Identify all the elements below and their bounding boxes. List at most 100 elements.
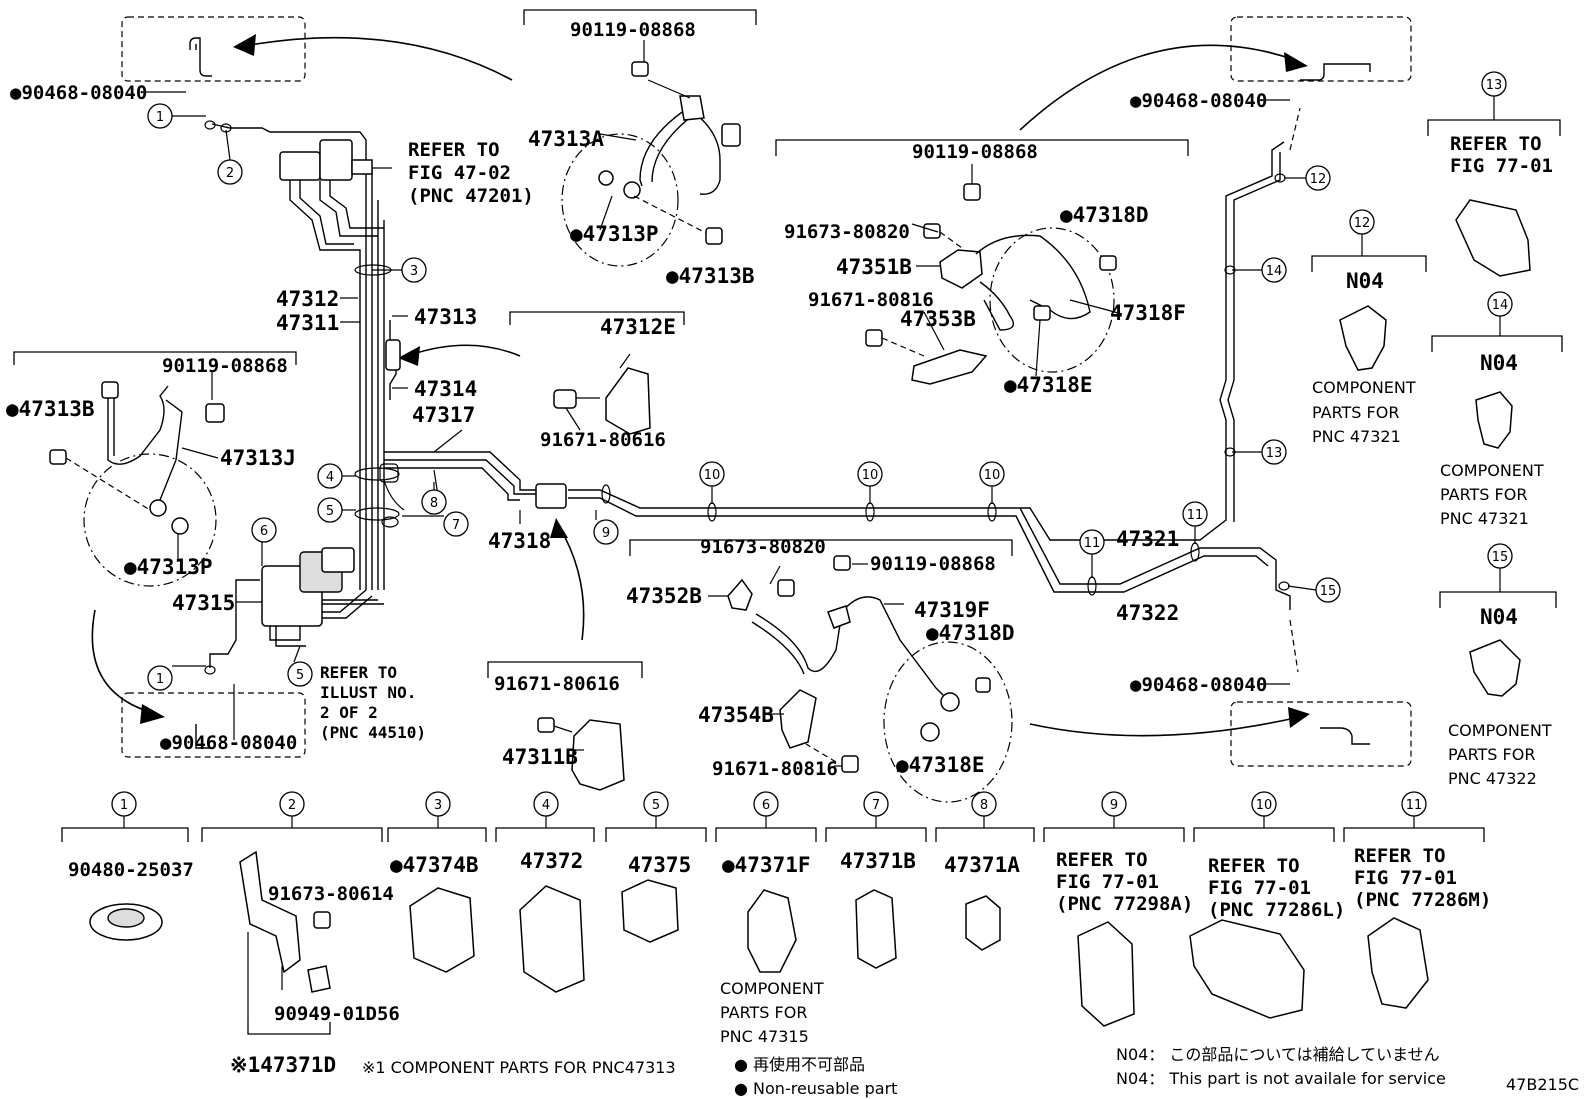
label-47312[interactable]: 47312 bbox=[276, 287, 339, 311]
label-90119-08868[interactable]: 90119-08868 bbox=[162, 355, 288, 377]
footer-notes: ※1 COMPONENT PARTS FOR PNC47313 ● 再使用不可部… bbox=[362, 1045, 1579, 1098]
leader-lines bbox=[142, 91, 1317, 767]
label-47371F[interactable]: ●47371F bbox=[722, 853, 811, 877]
figure-code: 47B215C bbox=[1506, 1075, 1579, 1094]
callout-1: 1 bbox=[156, 672, 164, 687]
label-47318E[interactable]: ●47318E bbox=[896, 753, 985, 777]
label-47311[interactable]: 47311 bbox=[276, 311, 339, 335]
callout-13: 13 bbox=[1266, 446, 1283, 461]
label-90468-08040[interactable]: ●90468-08040 bbox=[1130, 674, 1267, 696]
callout-12: 12 bbox=[1354, 216, 1371, 231]
label-47371B[interactable]: 47371B bbox=[840, 849, 916, 873]
label-47354B[interactable]: 47354B bbox=[698, 703, 774, 727]
callout-1: 1 bbox=[120, 798, 128, 813]
label-47318[interactable]: 47318 bbox=[488, 529, 551, 553]
component-parts-note: COMPONENT bbox=[720, 979, 824, 998]
callout-10: 10 bbox=[862, 468, 879, 483]
arrow-from-47313 bbox=[409, 344, 521, 357]
label-90119-08868[interactable]: 90119-08868 bbox=[912, 141, 1038, 163]
callout-7: 7 bbox=[452, 518, 460, 533]
callout-7: 7 bbox=[872, 798, 880, 813]
component-parts-note: PNC 47322 bbox=[1448, 769, 1537, 788]
label-47319F[interactable]: 47319F bbox=[914, 598, 990, 622]
label-90480-25037[interactable]: 90480-25037 bbox=[68, 859, 194, 881]
label-47321[interactable]: 47321 bbox=[1116, 527, 1179, 551]
label-47353B[interactable]: 47353B bbox=[900, 307, 976, 331]
label-47313B[interactable]: ●47313B bbox=[6, 397, 95, 421]
component-parts-note: PARTS FOR bbox=[1312, 403, 1399, 422]
label-N04: N04 bbox=[1480, 351, 1518, 375]
callout-15: 15 bbox=[1492, 550, 1509, 565]
callout-9: 9 bbox=[1110, 798, 1118, 813]
callout-14: 14 bbox=[1266, 264, 1283, 279]
refer-fig-77-01: FIG 77-01 bbox=[1354, 867, 1457, 889]
label-91673-80820[interactable]: 91673-80820 bbox=[700, 536, 826, 558]
callout-10: 10 bbox=[704, 468, 721, 483]
arrow-to-top-left bbox=[249, 36, 513, 81]
label-91671-80816[interactable]: 91671-80816 bbox=[808, 289, 934, 311]
label-91673-80614[interactable]: 91673-80614 bbox=[268, 883, 394, 905]
component-parts-note: COMPONENT bbox=[1448, 721, 1552, 740]
refer-fig-77-01: REFER TO bbox=[1056, 849, 1148, 871]
label-47322[interactable]: 47322 bbox=[1116, 601, 1179, 625]
refer-fig-77-01: FIG 77-01 bbox=[1056, 871, 1159, 893]
callout-12: 12 bbox=[1310, 172, 1327, 187]
component-parts-note: PARTS FOR bbox=[1440, 485, 1527, 504]
label-47312E[interactable]: 47312E bbox=[600, 315, 676, 339]
callout-10: 10 bbox=[984, 468, 1001, 483]
label-47374B[interactable]: ●47374B bbox=[390, 853, 479, 877]
callout-13: 13 bbox=[1486, 78, 1503, 93]
label-91671-80616[interactable]: 91671-80616 bbox=[494, 673, 620, 695]
label-47371A[interactable]: 47371A bbox=[944, 853, 1020, 877]
label-47371D[interactable]: ※147371D bbox=[230, 1053, 336, 1077]
label-47313P[interactable]: ●47313P bbox=[570, 222, 659, 246]
label-47318D[interactable]: ●47318D bbox=[1060, 203, 1149, 227]
label-90468-08040[interactable]: ●90468-08040 bbox=[10, 82, 147, 104]
callout-9: 9 bbox=[602, 526, 610, 541]
component-parts-footnote: ※1 COMPONENT PARTS FOR PNC47313 bbox=[362, 1058, 676, 1077]
callout-5: 5 bbox=[296, 668, 304, 683]
callout-11: 11 bbox=[1084, 536, 1101, 551]
label-47318D[interactable]: ●47318D bbox=[926, 621, 1015, 645]
part-labels: ●90468-08040 ●90468-08040 ●90468-08040 ●… bbox=[6, 19, 1553, 788]
callout-15: 15 bbox=[1320, 584, 1337, 599]
bottom-row-labels: 90480-25037 91673-80614 90949-01D56 ※147… bbox=[68, 845, 1491, 1077]
label-90468-08040[interactable]: ●90468-08040 bbox=[1130, 90, 1267, 112]
label-47372[interactable]: 47372 bbox=[520, 849, 583, 873]
label-47313A[interactable]: 47313A bbox=[528, 127, 604, 151]
label-N04: N04 bbox=[1480, 605, 1518, 629]
callout-2: 2 bbox=[226, 166, 234, 181]
label-90468-08040[interactable]: ●90468-08040 bbox=[160, 732, 297, 754]
nonreusable-legend-jp: ● 再使用不可部品 bbox=[734, 1055, 865, 1074]
part-47318-fitting bbox=[535, 483, 567, 509]
label-90119-08868[interactable]: 90119-08868 bbox=[870, 553, 996, 575]
label-91673-80820[interactable]: 91673-80820 bbox=[784, 221, 910, 243]
label-47314[interactable]: 47314 bbox=[414, 377, 477, 401]
label-47317[interactable]: 47317 bbox=[412, 403, 475, 427]
refer-fig-77-01: FIG 77-01 bbox=[1450, 155, 1553, 177]
label-91671-80616[interactable]: 91671-80616 bbox=[540, 429, 666, 451]
n04-note-jp: N04： この部品については補給していません bbox=[1116, 1045, 1440, 1064]
component-parts-note: PARTS FOR bbox=[1448, 745, 1535, 764]
label-47315[interactable]: 47315 bbox=[172, 591, 235, 615]
inset-box-bottom-right bbox=[1230, 701, 1412, 767]
callout-11: 11 bbox=[1187, 508, 1204, 523]
arrow-to-bottom-left bbox=[91, 609, 151, 713]
label-47352B[interactable]: 47352B bbox=[626, 584, 702, 608]
label-47375[interactable]: 47375 bbox=[628, 853, 691, 877]
label-47311B[interactable]: 47311B bbox=[502, 745, 578, 769]
label-47313P[interactable]: ●47313P bbox=[124, 555, 213, 579]
label-47318F[interactable]: 47318F bbox=[1110, 301, 1186, 325]
label-90119-08868[interactable]: 90119-08868 bbox=[570, 19, 696, 41]
label-91671-80816[interactable]: 91671-80816 bbox=[712, 758, 838, 780]
callout-circles: 1 2 3 4 5 6 7 8 9 10 10 10 11 11 12 13 1… bbox=[111, 71, 1513, 817]
label-47313J[interactable]: 47313J bbox=[220, 446, 296, 470]
inset-box-top-left bbox=[121, 16, 306, 82]
label-47313B[interactable]: ●47313B bbox=[666, 264, 755, 288]
label-90949-01D56[interactable]: 90949-01D56 bbox=[274, 1003, 400, 1025]
label-47313[interactable]: 47313 bbox=[414, 305, 477, 329]
label-47318E[interactable]: ●47318E bbox=[1004, 373, 1093, 397]
component-parts-note: PNC 47321 bbox=[1312, 427, 1401, 446]
label-47351B[interactable]: 47351B bbox=[836, 255, 912, 279]
